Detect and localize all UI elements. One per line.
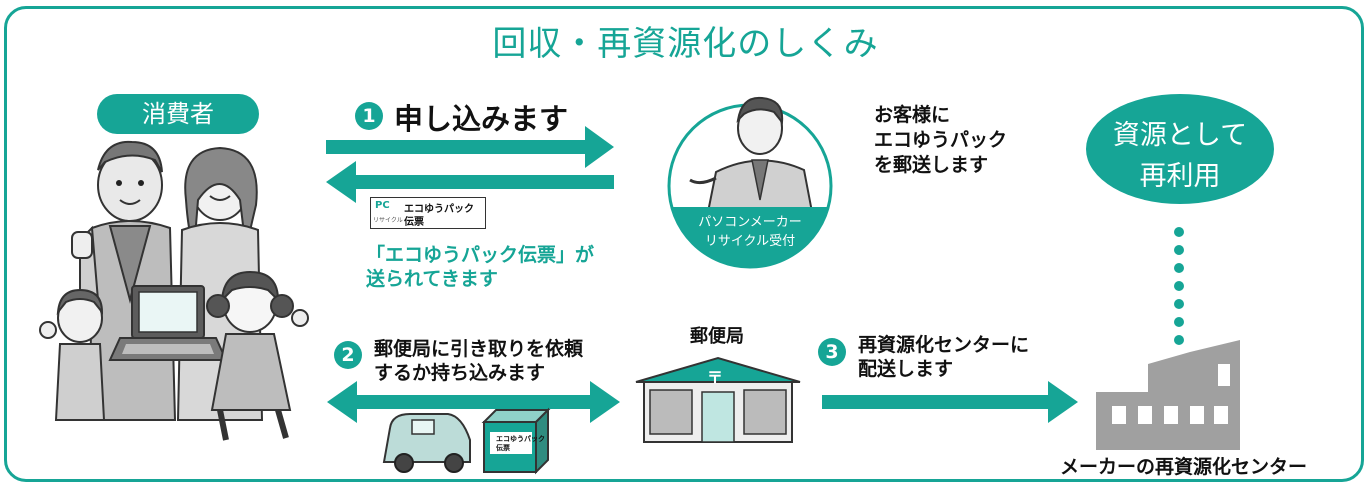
mail-text-line1: お客様に [874, 104, 951, 126]
recycling-center-illustration [1096, 340, 1240, 450]
post-office-label: 郵便局 [690, 326, 744, 347]
step2-line2: するか持ち込みます [374, 362, 546, 384]
parcel-box-illustration [481, 407, 551, 475]
arrow-slip-return [326, 161, 614, 203]
step2-number: 2 [334, 341, 362, 369]
slip-logo-sub: リサイクル [373, 217, 403, 224]
reception-band: パソコンメーカー リサイクル受付 [669, 105, 831, 267]
step3-line1: 再資源化センターに [858, 334, 1030, 356]
reception-line2: リサイクル受付 [704, 234, 796, 249]
step3-number: 3 [818, 338, 846, 366]
slip-caption-line1: 「エコゆうパック伝票」が [366, 244, 595, 266]
reception-line1: パソコンメーカー [698, 215, 802, 230]
mail-text-line2: エコゆうパック [874, 129, 1008, 151]
slip-logo: PC [375, 200, 390, 211]
reuse-line1: 資源として [1112, 120, 1248, 151]
slip-caption-line2: 送られてきます [366, 268, 498, 290]
slip-line1: エコゆうパック [404, 204, 474, 215]
slip-line2: 伝票 [404, 217, 424, 228]
postal-van-illustration [382, 413, 471, 473]
arrow-pickup [327, 381, 620, 423]
step1-number: 1 [355, 102, 383, 130]
diagram-title: 回収・再資源化のしくみ [492, 24, 879, 64]
mail-text-line3: を郵送します [874, 154, 989, 176]
step1-label: 申し込みます [394, 102, 569, 136]
consumer-label: 消費者 [97, 94, 259, 134]
step3-line2: 配送します [858, 358, 954, 380]
arrow-delivery [822, 381, 1078, 423]
arrow-request [326, 126, 614, 168]
dotted-connector [1174, 227, 1184, 345]
post-office-illustration [635, 356, 801, 443]
center-label: メーカーの再資源化センター [1060, 456, 1308, 478]
box-label-line2: 伝票 [496, 444, 510, 452]
consumer-family-illustration [39, 140, 309, 441]
slip-card: PC リサイクル エコゆうパック 伝票 [370, 197, 486, 229]
diagram-frame [4, 6, 1364, 482]
post-mark: 〒 [707, 368, 724, 387]
reuse-line2: 再利用 [1139, 161, 1221, 192]
step2-line1: 郵便局に引き取りを依頼 [374, 338, 584, 360]
box-label-line1: エコゆうパック [496, 435, 545, 443]
reuse-bubble: 資源として 再利用 [1086, 94, 1274, 204]
